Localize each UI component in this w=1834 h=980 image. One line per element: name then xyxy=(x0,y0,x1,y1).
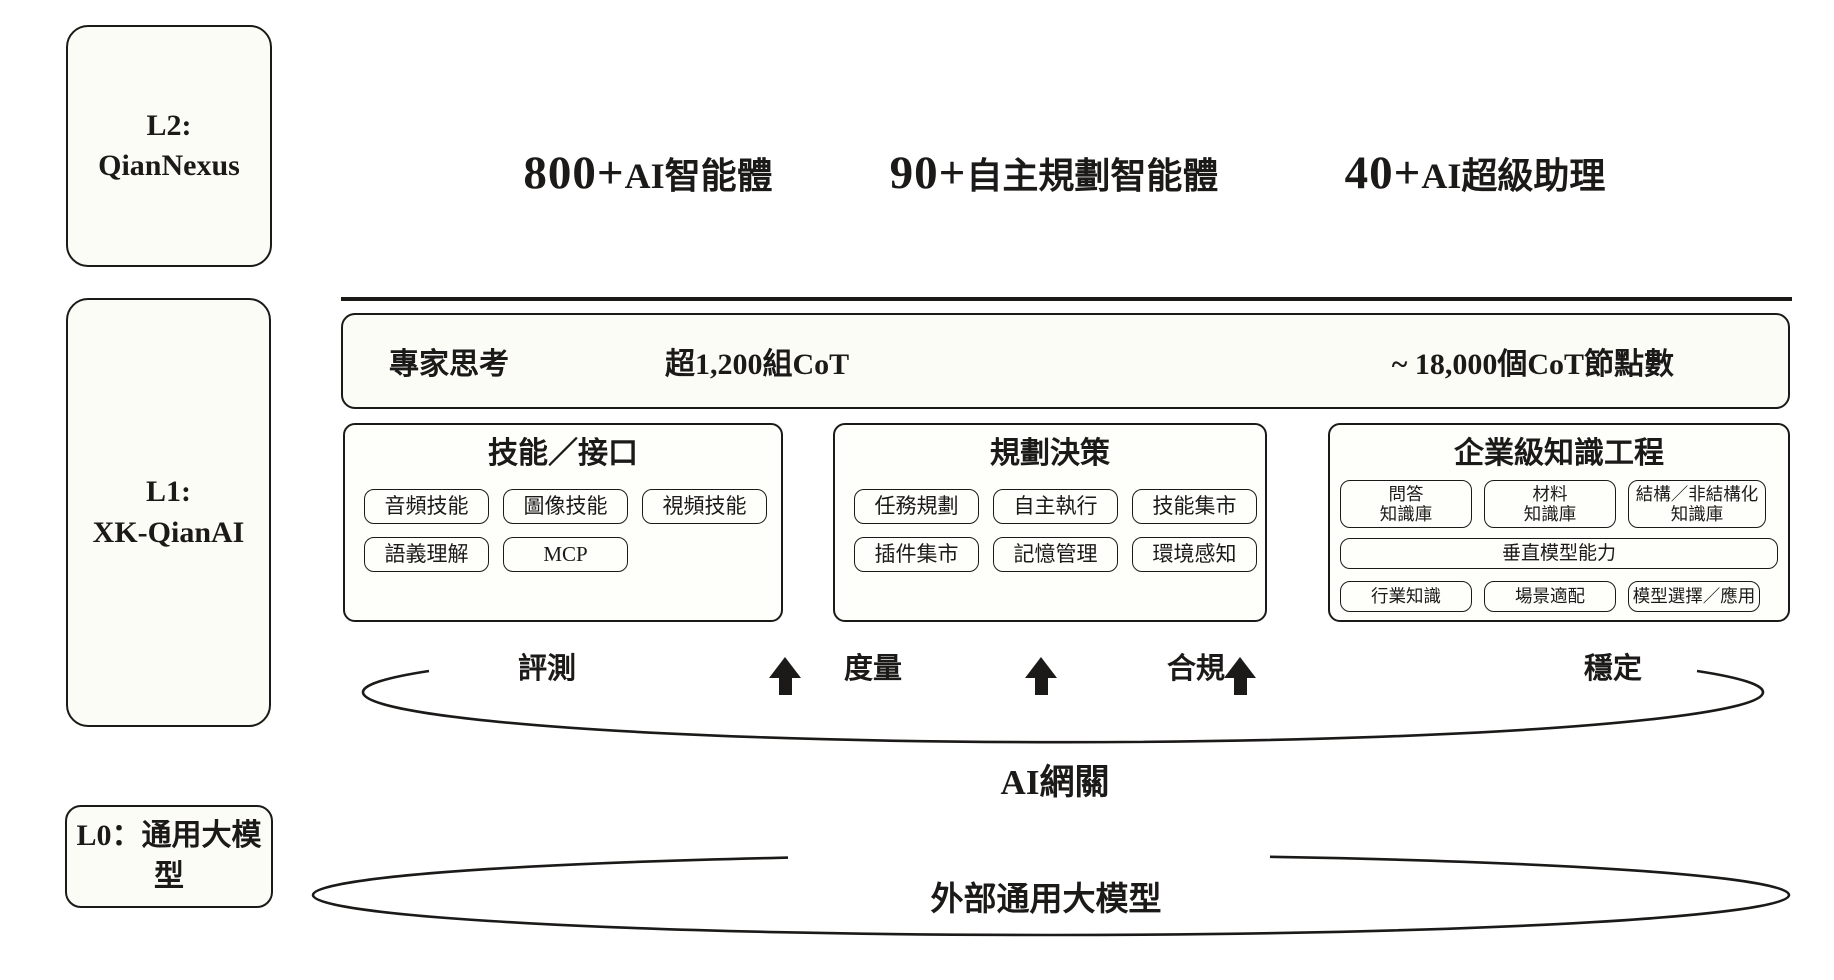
chip-structured-knowledge-base: 結構／非結構化 知識庫 xyxy=(1628,480,1766,528)
chip-environment-sense: 環境感知 xyxy=(1132,537,1257,572)
headline-super-assistants: 40+AI超級助理 xyxy=(1345,146,1606,200)
headline-planning-agents-number: 90+ xyxy=(889,147,967,199)
chip-material-knowledge-base: 材料 知識庫 xyxy=(1484,480,1616,528)
band-label-compliance: 合規 xyxy=(1166,653,1226,685)
headline-planning-agents-text: 自主規劃智能體 xyxy=(966,156,1219,196)
separator-line xyxy=(341,297,1792,301)
expert-thinking-bar: 專家思考 超1,200組CoT ~ 18,000個CoT節點數 xyxy=(341,313,1790,409)
chip-task-planning: 任務規劃 xyxy=(854,489,979,524)
headline-ai-agents-number: 800+ xyxy=(523,147,625,199)
layer-l1-box: L1: XK-QianAI xyxy=(66,298,271,727)
skills-interface-title: 技能／接口 xyxy=(488,437,638,470)
knowledge-engineering-box: 企業級知識工程 問答 知識庫 材料 知識庫 結構／非結構化 知識庫 垂直模型能力… xyxy=(1328,423,1790,622)
layer-l2-box: L2: QianNexus xyxy=(66,25,272,267)
layer-l2-line1: L2: xyxy=(146,108,192,142)
layer-l0-label: L0：通用大模型 xyxy=(76,819,262,893)
chip-industry-knowledge: 行業知識 xyxy=(1340,581,1472,612)
layer-l1-line1: L1: xyxy=(146,475,191,508)
headline-super-assistants-text: AI超級助理 xyxy=(1421,156,1606,196)
foundation-model-label: 外部通用大模型 xyxy=(930,882,1162,918)
chip-scene-adaptation: 場景適配 xyxy=(1484,581,1616,612)
knowledge-engineering-title: 企業級知識工程 xyxy=(1454,437,1664,470)
chip-autonomous-execute: 自主執行 xyxy=(993,489,1118,524)
chip-semantic-understanding: 語義理解 xyxy=(364,537,489,572)
chip-audio-skill: 音頻技能 xyxy=(364,489,489,524)
band-label-stability: 穩定 xyxy=(1583,653,1643,685)
up-arrow-icon xyxy=(1025,657,1057,695)
planning-decision-title: 規劃決策 xyxy=(990,437,1110,470)
chip-plugin-market: 插件集市 xyxy=(854,537,979,572)
layer-l2-line2: QianNexus xyxy=(98,149,240,182)
chip-vertical-model-capability: 垂直模型能力 xyxy=(1340,538,1778,569)
chip-model-selection: 模型選擇／應用 xyxy=(1628,581,1760,612)
ai-gateway-label: AI網關 xyxy=(1000,763,1110,802)
headline-ai-agents: 800+AI智能體 xyxy=(523,146,772,200)
chip-image-skill: 圖像技能 xyxy=(503,489,628,524)
chip-mcp: MCP xyxy=(503,537,628,572)
band-label-measurement: 度量 xyxy=(843,653,903,685)
headline-super-assistants-number: 40+ xyxy=(1344,147,1422,199)
up-arrow-icon xyxy=(1224,657,1256,695)
cot-nodes-label: ~ 18,000個CoT節點數 xyxy=(1391,348,1674,381)
band-label-evaluation: 評測 xyxy=(517,653,577,685)
chip-video-skill: 視頻技能 xyxy=(642,489,767,524)
expert-thinking-label: 專家思考 xyxy=(389,348,509,381)
chip-skill-market: 技能集市 xyxy=(1132,489,1257,524)
skills-interface-box: 技能／接口 音頻技能 圖像技能 視頻技能 語義理解 MCP xyxy=(343,423,783,622)
chip-memory-management: 記憶管理 xyxy=(993,537,1118,572)
headline-planning-agents: 90+自主規劃智能體 xyxy=(890,146,1219,200)
headline-ai-agents-text: AI智能體 xyxy=(624,156,773,196)
chip-qa-knowledge-base: 問答 知識庫 xyxy=(1340,480,1472,528)
cot-count-label: 超1,200組CoT xyxy=(665,348,850,381)
layer-l1-line2: XK-QianAI xyxy=(92,515,245,549)
up-arrow-icon xyxy=(769,657,801,695)
planning-decision-box: 規劃決策 任務規劃 自主執行 技能集市 插件集市 記憶管理 環境感知 xyxy=(833,423,1267,622)
layer-l0-box: L0：通用大模型 xyxy=(65,805,273,908)
foundation-label-mask xyxy=(788,843,1270,873)
